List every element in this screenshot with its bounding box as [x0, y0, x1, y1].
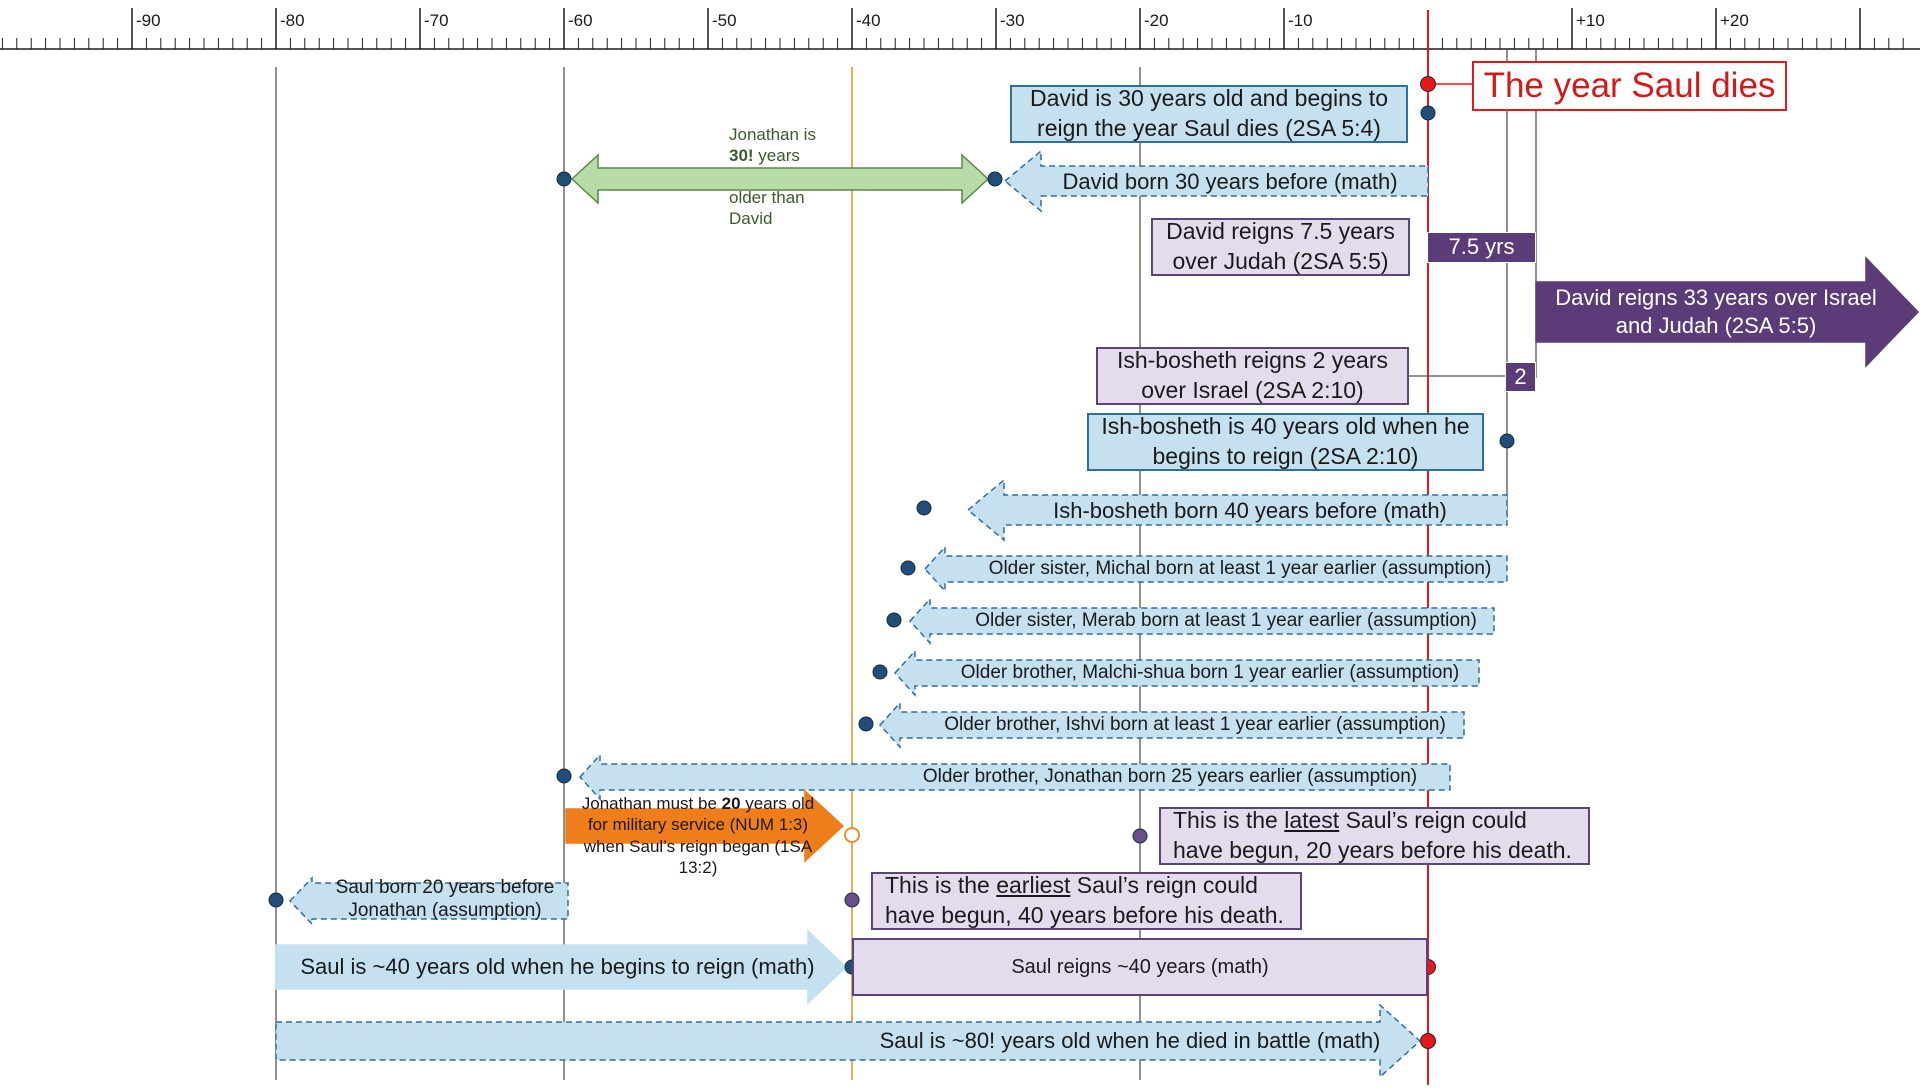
merab-text: Older sister, Merab born at least 1 year…	[975, 610, 1477, 631]
saul-80-arrow	[275, 1003, 1422, 1079]
earliest-word: earliest	[996, 872, 1071, 899]
axis-tick-label: -30	[1000, 11, 1025, 30]
ishvi-dot	[858, 716, 874, 732]
saul-reigns-box: Saul reigns ~40 years (math)	[852, 938, 1428, 996]
ishvi-label: Older brother, Ishvi born at least 1 yea…	[915, 713, 1475, 737]
saul-80-label: Saul is ~80! years old when he died in b…	[850, 1027, 1410, 1055]
judah-years-bar: 7.5 yrs	[1427, 232, 1536, 263]
ish-born-text: Ish-bosheth born 40 years before (math)	[1053, 498, 1447, 523]
david-born-label: David born 30 years before (math)	[1035, 168, 1425, 196]
military-dot	[844, 827, 860, 843]
david-born-dot	[987, 171, 1003, 187]
latest-word: latest	[1284, 807, 1340, 834]
military-post: years old for military service (NUM 1:3)…	[583, 794, 815, 877]
jonathan-born-arrow	[578, 753, 1451, 801]
david-born-arrow	[1003, 149, 1429, 213]
axis-tick-label: -60	[568, 11, 593, 30]
david-judah-box: David reigns 7.5 years over Judah (2SA 5…	[1151, 218, 1410, 276]
axis-tick-label: -20	[1144, 11, 1169, 30]
saul-born-label: Saul born 20 years before Jonathan (assu…	[315, 877, 575, 923]
axis-tick-label: -90	[136, 11, 161, 30]
saul-reigns-text: Saul reigns ~40 years (math)	[1011, 956, 1269, 978]
ish-born-label: Ish-bosheth born 40 years before (math)	[1000, 497, 1500, 525]
saul-40-text: Saul is ~40 years old when he begins to …	[300, 954, 815, 979]
ish-40-text: Ish-bosheth is 40 years old when he begi…	[1101, 413, 1470, 469]
saul-40-label: Saul is ~40 years old when he begins to …	[285, 953, 830, 981]
ish-reign-box: Ish-bosheth reigns 2 years over Israel (…	[1096, 347, 1409, 405]
axis-tick-label: -40	[856, 11, 881, 30]
latest-box: This is the latest Saul’s reign could ha…	[1159, 807, 1590, 865]
death-dot	[1420, 76, 1436, 92]
david-israel-arrow	[1535, 256, 1920, 368]
saul-born-arrow	[288, 876, 569, 926]
michal-text: Older sister, Michal born at least 1 yea…	[988, 558, 1492, 579]
jonathan-gap-line3: older than David	[729, 187, 805, 228]
saul-80-text: Saul is ~80! years old when he died in b…	[879, 1028, 1381, 1053]
malchi-text: Older brother, Malchi-shua born 1 year e…	[960, 662, 1460, 683]
latest-post: Saul’s reign could have begun, 20 years …	[1173, 807, 1572, 863]
david-30-text: David is 30 years old and begins to reig…	[1030, 85, 1388, 141]
ish-born-arrow	[966, 478, 1508, 542]
axis-tick-label: -50	[712, 11, 737, 30]
ishvi-arrow	[878, 701, 1465, 749]
jonathan-born-dot	[556, 768, 572, 784]
axis-tick-label: +10	[1576, 11, 1605, 30]
jonathan-gap-bold: 30!	[729, 146, 754, 166]
david-30-box: David is 30 years old and begins to reig…	[1010, 85, 1408, 143]
ish-two-text: 2	[1514, 363, 1527, 389]
earliest-post: Saul’s reign could have begun, 40 years …	[885, 872, 1284, 928]
jonathan-gap-line2: 30! years	[729, 145, 889, 166]
michal-dot	[900, 560, 916, 576]
ish-40-dot	[1499, 433, 1515, 449]
military-pre: Jonathan must be	[581, 794, 722, 813]
merab-dot	[886, 612, 902, 628]
axis-tick-label: -80	[280, 11, 305, 30]
malchi-label: Older brother, Malchi-shua born 1 year e…	[930, 661, 1490, 685]
michal-label: Older sister, Michal born at least 1 yea…	[960, 557, 1520, 581]
david-judah-text: David reigns 7.5 years over Judah (2SA 5…	[1166, 218, 1395, 274]
earliest-dot	[844, 892, 860, 908]
jonathan-born-text: Older brother, Jonathan born 25 years ea…	[922, 766, 1418, 787]
military-bold: 20	[721, 794, 741, 813]
earliest-pre: This is the	[885, 872, 997, 899]
jonathan-born-label: Older brother, Jonathan born 25 years ea…	[880, 765, 1460, 789]
david-30-dot	[1420, 105, 1436, 121]
saul-death-title-text: The year Saul dies	[1483, 66, 1776, 106]
malchi-dot	[872, 664, 888, 680]
malchi-arrow	[893, 649, 1480, 697]
david-israel-text: David reigns 33 years over Israel and Ju…	[1555, 285, 1877, 338]
jonathan-gap-dot	[556, 171, 572, 187]
ish-40-box: Ish-bosheth is 40 years old when he begi…	[1087, 413, 1484, 471]
jonathan-gap-line1: Jonathan is	[729, 125, 816, 144]
military-label: Jonathan must be 20 years old for milita…	[578, 793, 818, 878]
ish-born-dot	[916, 500, 932, 516]
axis-tick-label: -70	[424, 11, 449, 30]
judah-years-text: 7.5 yrs	[1448, 234, 1515, 260]
saul-born-text: Saul born 20 years before Jonathan (assu…	[335, 877, 555, 921]
merab-arrow	[908, 597, 1495, 645]
axis-tick-label: -10	[1288, 11, 1313, 30]
latest-dot	[1132, 828, 1148, 844]
ishvi-text: Older brother, Ishvi born at least 1 yea…	[944, 714, 1446, 735]
david-born-text: David born 30 years before (math)	[1062, 169, 1398, 194]
saul-born-dot	[268, 892, 284, 908]
latest-text: This is the latest Saul’s reign could ha…	[1173, 806, 1576, 866]
ish-reign-text: Ish-bosheth reigns 2 years over Israel (…	[1116, 347, 1389, 403]
earliest-text: This is the earliest Saul’s reign could …	[885, 871, 1288, 931]
michal-arrow	[923, 545, 1508, 593]
ish-two-bar: 2	[1505, 362, 1536, 392]
david-israel-label: David reigns 33 years over Israel and Ju…	[1536, 284, 1896, 339]
axis-tick-label: +20	[1720, 11, 1749, 30]
jonathan-gap-label: Jonathan is 30! years older than David	[729, 124, 889, 229]
merab-label: Older sister, Merab born at least 1 year…	[946, 609, 1506, 633]
earliest-box: This is the earliest Saul’s reign could …	[871, 872, 1302, 930]
latest-pre: This is the	[1173, 807, 1285, 834]
jonathan-gap-mid: years	[753, 146, 800, 166]
military-arrow	[565, 789, 845, 863]
saul-40-arrow	[275, 929, 848, 1005]
saul-death-title: The year Saul dies	[1472, 61, 1787, 111]
saul-death-dot	[1420, 1033, 1436, 1049]
